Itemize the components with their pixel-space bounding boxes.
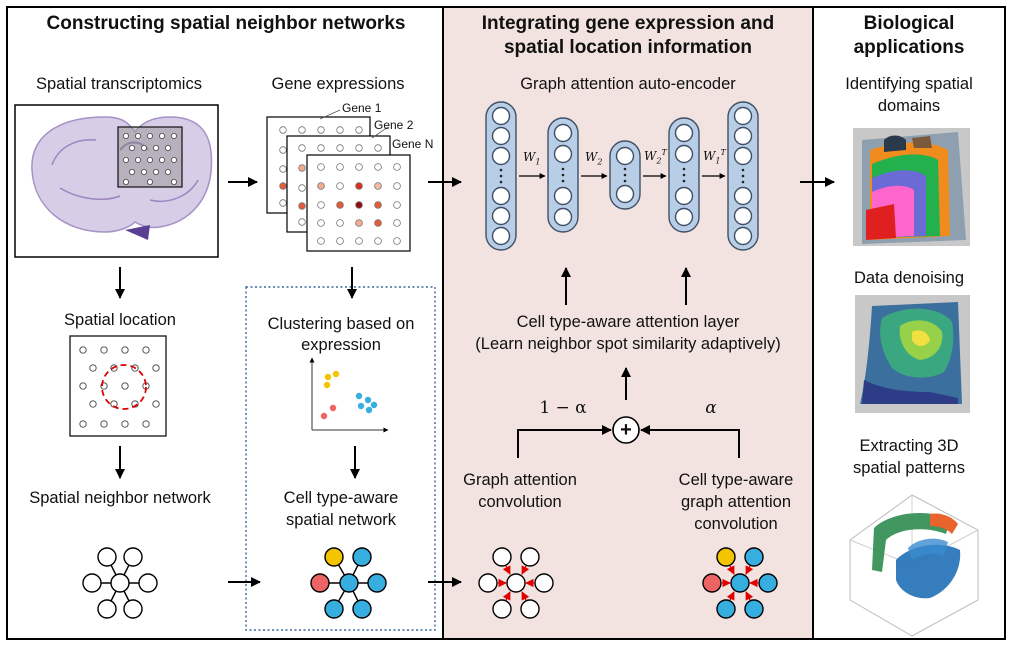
plus-sign: + — [620, 419, 632, 441]
cell-type-dotted-box — [245, 286, 436, 631]
gat-conv-label-line1: Graph attention — [463, 471, 577, 489]
alpha-label: α — [705, 398, 717, 418]
extracting-3d-label-line2: spatial patterns — [853, 459, 965, 477]
ct-gat-convolution-graph — [702, 547, 778, 619]
gene-2-label: Gene 2 — [374, 118, 414, 132]
spatial-domains-image — [853, 128, 970, 246]
gene-2-leader — [371, 126, 389, 139]
tissue-section-image — [14, 104, 219, 258]
spatial-transcriptomics-label: Spatial transcriptomics — [36, 75, 202, 93]
attention-layer-label-line1: Cell type-aware attention layer — [516, 313, 740, 331]
plus-circle — [612, 416, 640, 444]
weight-w1-label: W1 — [523, 150, 541, 167]
spatial-neighbor-network-graph — [82, 547, 158, 619]
ct-gat-label-line1: Cell type-aware — [678, 471, 794, 489]
gene-n-label: Gene N — [392, 137, 434, 151]
weight-w2t-label: W2T — [644, 148, 667, 166]
identifying-domains-label-line2: domains — [877, 97, 941, 115]
cell-type-network-graph — [310, 547, 387, 619]
ct-gat-label-line2: graph attention — [680, 493, 792, 511]
3d-patterns-image — [846, 485, 979, 637]
figure-border — [6, 6, 1006, 640]
gat-convolution-graph — [478, 547, 554, 619]
gat-conv-label-line2: convolution — [478, 493, 562, 511]
spatial-location-grid — [69, 335, 167, 437]
weight-w1t-label: W1T — [703, 148, 726, 166]
tissue-spot-grid — [123, 132, 177, 185]
identifying-domains-label-line1: Identifying spatial — [845, 75, 973, 93]
spatial-neighbor-network-label: Spatial neighbor network — [29, 489, 211, 507]
cell-type-aware-label-line1: Cell type-aware — [283, 489, 399, 507]
extracting-3d-label-line1: Extracting 3D — [859, 437, 959, 455]
section-title-applications-line1: Biological — [863, 13, 955, 34]
gene-1-label: Gene 1 — [342, 101, 382, 115]
cluster-scatter-plot — [309, 357, 389, 433]
ct-gat-label-line3: convolution — [694, 515, 778, 533]
section-title-applications-line2: applications — [853, 37, 965, 58]
spatial-location-label: Spatial location — [64, 311, 176, 329]
gene-sheet-3 — [306, 154, 411, 252]
gene-1-leader — [319, 109, 341, 120]
section-title-integrate-line2: spatial location information — [503, 37, 753, 58]
gene-expressions-label: Gene expressions — [271, 75, 405, 93]
section-title-integrate-line1: Integrating gene expression and — [481, 13, 775, 34]
autoencoder-layers — [485, 101, 759, 251]
data-denoising-label: Data denoising — [853, 269, 965, 287]
one-minus-alpha-label: 1 − α — [539, 398, 587, 418]
autoencoder-label: Graph attention auto-encoder — [520, 75, 736, 93]
denoising-image — [855, 295, 970, 413]
cell-type-aware-label-line2: spatial network — [285, 511, 397, 529]
flow-arrows — [115, 177, 835, 587]
section-title-construct: Constructing spatial neighbor networks — [46, 13, 406, 34]
clustering-label-line1: Clustering based on — [267, 315, 415, 333]
attention-layer-label-line2: (Learn neighbor spot similarity adaptive… — [475, 335, 781, 353]
weight-w2-label: W2 — [585, 150, 603, 167]
clustering-label-line2: expression — [301, 336, 381, 354]
